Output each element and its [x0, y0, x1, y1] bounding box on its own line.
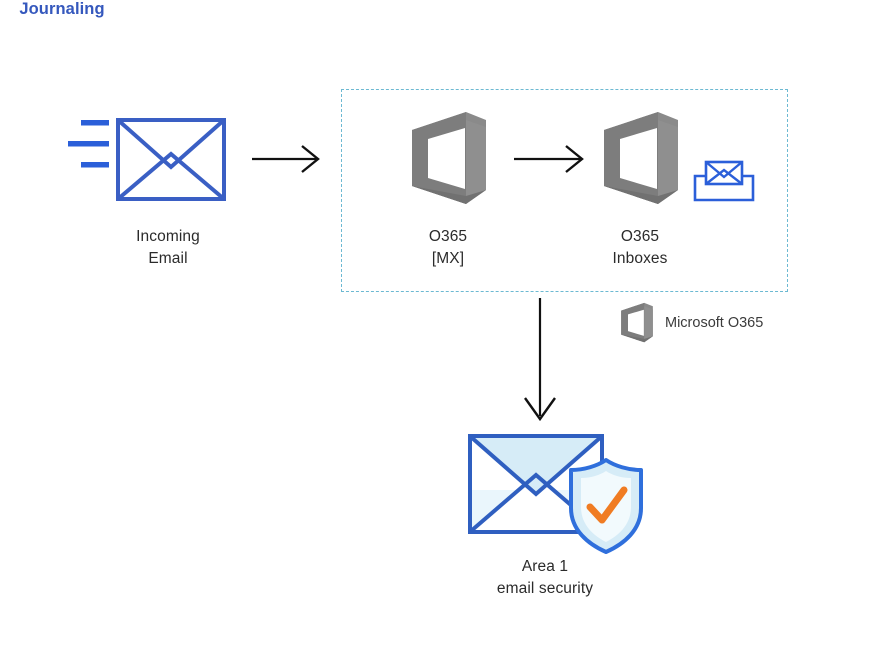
arrow-right-icon [252, 145, 320, 173]
incoming-email-node [60, 112, 290, 212]
incoming-email-caption: Incoming Email [136, 228, 200, 267]
legend-label: Microsoft O365 [665, 315, 764, 331]
o365-inboxes-node [598, 110, 684, 208]
envelope-shield-check-icon [468, 434, 643, 554]
envelope-with-motion-lines-icon [68, 118, 226, 201]
arrow-journaling-down [512, 298, 568, 424]
shield-check-icon [569, 458, 643, 554]
legend-microsoft-o365: Microsoft O365 [618, 302, 764, 343]
motion-line-top [81, 120, 109, 126]
area1-email-security-node [466, 430, 646, 558]
envelope-icon [116, 118, 226, 201]
motion-line-middle [68, 141, 109, 147]
office365-logo-icon [604, 112, 678, 204]
o365-boundary [341, 89, 788, 292]
o365-mx-caption: O365 [MX] [428, 228, 468, 267]
arrow-right-icon [514, 145, 584, 173]
motion-line-bottom [81, 162, 109, 168]
arrow-mx-to-inboxes [514, 140, 590, 178]
o365-inboxes-caption: O365 Inboxes [612, 228, 668, 267]
inbox-tray-envelope-icon [690, 158, 758, 208]
check-icon [586, 486, 628, 524]
journaling-edge-label: Journaling [19, 0, 105, 18]
area1-caption: Area 1 email security [496, 558, 594, 597]
o365-mx-node [406, 110, 492, 208]
arrow-down-icon [524, 298, 556, 422]
office365-logo-icon [621, 302, 653, 343]
arrow-incoming-to-mx [252, 140, 324, 178]
office365-logo-icon [412, 112, 486, 204]
